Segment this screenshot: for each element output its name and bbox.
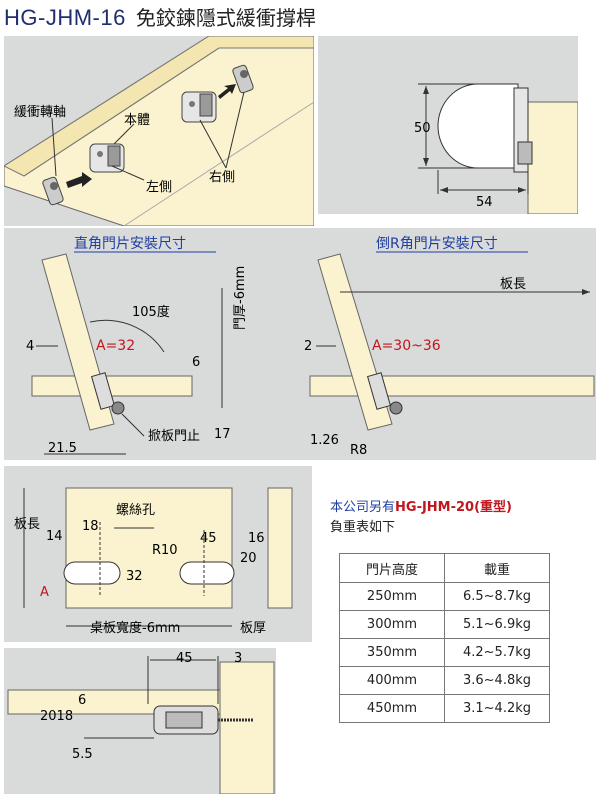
heavy-model-note: 本公司另有HG-JHM-20(重型) 負重表如下 xyxy=(330,498,512,538)
cell-height: 300mm xyxy=(339,610,445,639)
dim-18: 18 xyxy=(82,519,99,534)
left-body-icon xyxy=(89,143,125,173)
label-body: 本體 xyxy=(124,113,150,128)
a-value-square: A=32 xyxy=(96,338,135,354)
a-label: A xyxy=(40,585,49,600)
cell-height: 450mm xyxy=(339,694,445,723)
dim-r10: R10 xyxy=(152,543,178,558)
cell-load: 3.6~4.8kg xyxy=(444,666,550,695)
dim-2018: 2018 xyxy=(40,709,73,724)
section-view-panel: 45 3 6 2018 5.5 xyxy=(4,648,276,795)
dim-105deg: 105度 xyxy=(132,304,170,320)
label-left: 左側 xyxy=(146,180,172,195)
dim-21-5: 21.5 xyxy=(48,441,77,456)
board-length-label: 板長 xyxy=(500,277,526,292)
board-thick-label: 板厚 xyxy=(240,621,266,636)
dim-50: 50 xyxy=(414,121,431,136)
right-shaft-icon xyxy=(232,64,254,94)
dim-6-section: 6 xyxy=(78,693,86,708)
cell-height: 400mm xyxy=(339,666,445,695)
label-shaft: 緩衝轉軸 xyxy=(14,105,66,120)
section-view-drawing: 45 3 6 2018 5.5 xyxy=(7,651,275,795)
cell-load: 6.5~8.7kg xyxy=(444,582,550,611)
dim-1-26: 1.26 xyxy=(310,433,339,448)
install-dims-panel: 直角門片安裝尺寸 倒R角門片安裝尺寸 105度 4 A=32 門厚-6mm 6 … xyxy=(4,228,596,460)
cell-load: 3.1~4.2kg xyxy=(444,694,550,723)
dim-45-top: 45 xyxy=(200,531,217,546)
cell-height: 350mm xyxy=(339,638,445,667)
dim-4: 4 xyxy=(26,339,34,354)
dim-54: 54 xyxy=(476,195,493,210)
hole-layout-panel: 螺絲孔 14 18 R10 45 16 20 32 板長 A 桌板寬度-6mm … xyxy=(4,466,312,642)
side-view-panel: 50 54 xyxy=(318,36,579,215)
screw-hole-label: 螺絲孔 xyxy=(116,503,155,518)
title-round-door: 倒R角門片安裝尺寸 xyxy=(376,236,498,252)
dim-6-left: 6 xyxy=(192,355,200,370)
iso-view-drawing: 緩衝轉軸 本體 左側 右側 xyxy=(2,35,315,227)
dim-r8: R8 xyxy=(350,443,367,458)
arrow-left-icon xyxy=(66,172,92,188)
cell-height: 250mm xyxy=(339,582,445,611)
cell-load: 5.1~6.9kg xyxy=(444,610,550,639)
cell-load: 4.2~5.7kg xyxy=(444,638,550,667)
dim-32: 32 xyxy=(126,569,143,584)
note-line-2: 負重表如下 xyxy=(330,520,396,535)
install-dims-drawing: 直角門片安裝尺寸 倒R角門片安裝尺寸 105度 4 A=32 門厚-6mm 6 … xyxy=(26,235,595,458)
stopper-label: 掀板門止 xyxy=(148,429,200,444)
heavy-model-name: HG-JHM-20(重型) xyxy=(395,500,512,515)
table-width-label: 桌板寬度-6mm xyxy=(90,620,180,636)
left-shaft-icon xyxy=(42,176,64,206)
dim-3: 3 xyxy=(234,651,242,666)
title-square-door: 直角門片安裝尺寸 xyxy=(74,235,186,252)
dim-16: 16 xyxy=(248,531,265,546)
dim-5-5: 5.5 xyxy=(72,747,93,762)
door-thick-label: 門厚-6mm xyxy=(233,266,248,330)
dim-20: 20 xyxy=(240,551,257,566)
col-door-height: 門片高度 xyxy=(339,553,445,583)
dim-17: 17 xyxy=(214,427,231,442)
label-right: 右側 xyxy=(209,170,235,185)
board-length-vertical: 板長 xyxy=(14,517,40,532)
arrow-right-icon xyxy=(218,84,236,99)
hole-layout-drawing: 螺絲孔 14 18 R10 45 16 20 32 板長 A 桌板寬度-6mm … xyxy=(14,487,293,636)
product-name: 免鉸鍊隱式緩衝撐桿 xyxy=(135,6,316,30)
dim-45-section: 45 xyxy=(176,651,193,666)
note-prefix: 本公司另有 xyxy=(330,500,396,515)
col-load: 載重 xyxy=(444,553,550,583)
dim-14: 14 xyxy=(46,529,63,544)
note-line-1: 本公司另有HG-JHM-20(重型) xyxy=(330,498,512,518)
model-number: HG-JHM-16 xyxy=(4,5,126,30)
dim-2: 2 xyxy=(304,339,312,354)
right-body-icon xyxy=(181,91,217,123)
side-view-drawing: 50 54 xyxy=(414,83,579,215)
page-title: HG-JHM-16 免鉸鍊隱式緩衝撐桿 xyxy=(4,2,316,34)
a-value-round: A=30~36 xyxy=(372,338,441,354)
iso-view-panel: 緩衝轉軸 本體 左側 右側 xyxy=(2,35,315,227)
table-header-row: 門片高度 載重 xyxy=(339,553,550,583)
